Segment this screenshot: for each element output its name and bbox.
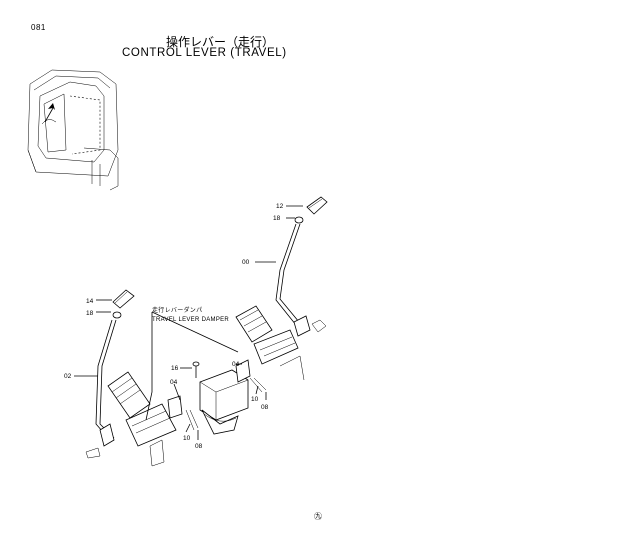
cab-thumbnail	[27, 69, 119, 191]
callout-left-grip-nut: 18	[86, 310, 94, 317]
travel-lever-damper	[145, 311, 267, 435]
callout-right-bracket: 04	[232, 361, 240, 368]
left-damper-bracket	[167, 395, 183, 419]
callout-left-bracket: 04	[170, 379, 178, 386]
title-english: CONTROL LEVER (TRAVEL)	[122, 47, 287, 59]
callout-left-pin: 08	[195, 443, 203, 450]
damper-note-japanese: 走行レバーダンパ	[152, 306, 202, 314]
title-japanese: 操作レバー（走行）	[166, 35, 275, 49]
left-grip-nut	[112, 311, 122, 319]
page-number: 081	[31, 23, 46, 32]
callout-damper-bolt: 16	[171, 365, 179, 372]
callout-right-screw: 10	[251, 396, 259, 403]
left-grip	[112, 289, 135, 309]
callout-right-grip-nut: 18	[273, 215, 281, 222]
callout-right-lever: 00	[242, 259, 250, 266]
left-lever-assembly	[74, 289, 177, 467]
callout-left-grip: 14	[86, 298, 94, 305]
callout-left-screw: 10	[183, 435, 191, 442]
damper-note-english: TRAVEL LEVER DAMPER	[152, 317, 229, 323]
callout-right-grip: 12	[276, 203, 284, 210]
right-grip-nut	[294, 216, 304, 224]
right-grip	[306, 196, 328, 215]
callout-right-pin: 08	[261, 404, 269, 411]
right-damper-bracket	[235, 359, 251, 383]
right-lever-assembly	[235, 196, 328, 381]
corner-mark: ㊈	[314, 512, 322, 521]
callout-left-lever: 02	[64, 373, 72, 380]
